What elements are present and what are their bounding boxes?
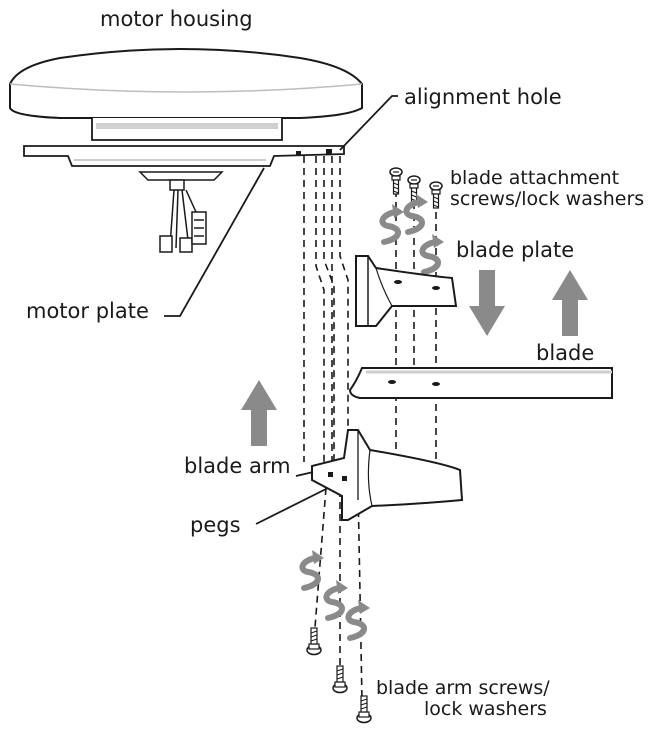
label-blade-arm-screws-line1: blade arm screws/	[376, 677, 550, 699]
leader-lines	[164, 95, 398, 525]
blade-plate	[355, 255, 458, 327]
blade	[348, 367, 613, 399]
motor-plate	[23, 145, 345, 167]
motor-housing	[9, 48, 363, 141]
label-blade-attachment-screws-line1: blade attachment	[450, 167, 620, 189]
label-pegs: pegs	[190, 513, 241, 537]
motor-wires	[138, 171, 224, 253]
label-blade-attachment-screws-line2: screws/lock washers	[450, 188, 645, 210]
label-alignment-hole: alignment hole	[404, 85, 562, 109]
label-motor-housing: motor housing	[100, 7, 253, 31]
alignment-guides	[303, 156, 437, 701]
label-blade-arm: blade arm	[184, 454, 291, 478]
label-blade: blade	[536, 341, 595, 365]
label-blade-arm-screws-line2: lock washers	[424, 698, 547, 720]
blade-arm	[311, 429, 464, 521]
label-motor-plate: motor plate	[26, 299, 149, 323]
label-blade-plate: blade plate	[456, 238, 575, 262]
direction-arrow-icons	[241, 270, 588, 446]
